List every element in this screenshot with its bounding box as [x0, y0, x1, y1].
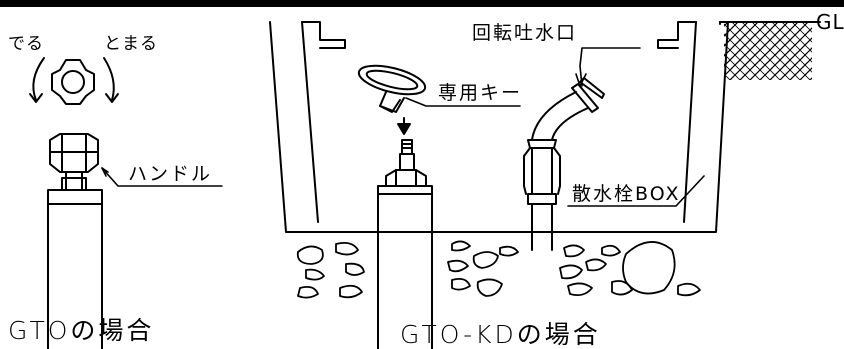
spout-leader-line [579, 47, 641, 87]
gto-handle [49, 133, 99, 191]
handle-label: ハンドル [128, 163, 213, 185]
dedicated-key [357, 64, 427, 135]
gravel [296, 240, 701, 299]
key-leader-line [405, 97, 521, 107]
rotating-spout [523, 77, 605, 251]
top-border [0, 0, 844, 7]
handle-leader-line [101, 167, 223, 187]
close-label: とまる [104, 34, 158, 54]
rotating-spout-label: 回転吐水口 [472, 22, 578, 44]
handle-rotation-icon [29, 57, 119, 105]
box-leader-line [567, 175, 705, 207]
ground-level-label: GL [816, 10, 844, 34]
open-label: でる [8, 34, 44, 54]
kd-valve-body [377, 139, 433, 349]
soil-hatch [724, 22, 812, 80]
sprinkler-box-label: 散水栓BOX [572, 183, 681, 205]
gto-caption: GTOの場合 [8, 316, 155, 345]
gto-pipe [47, 189, 103, 349]
gto-kd-caption: GTO-KDの場合 [400, 320, 601, 349]
dedicated-key-label: 専用キー [438, 82, 523, 104]
